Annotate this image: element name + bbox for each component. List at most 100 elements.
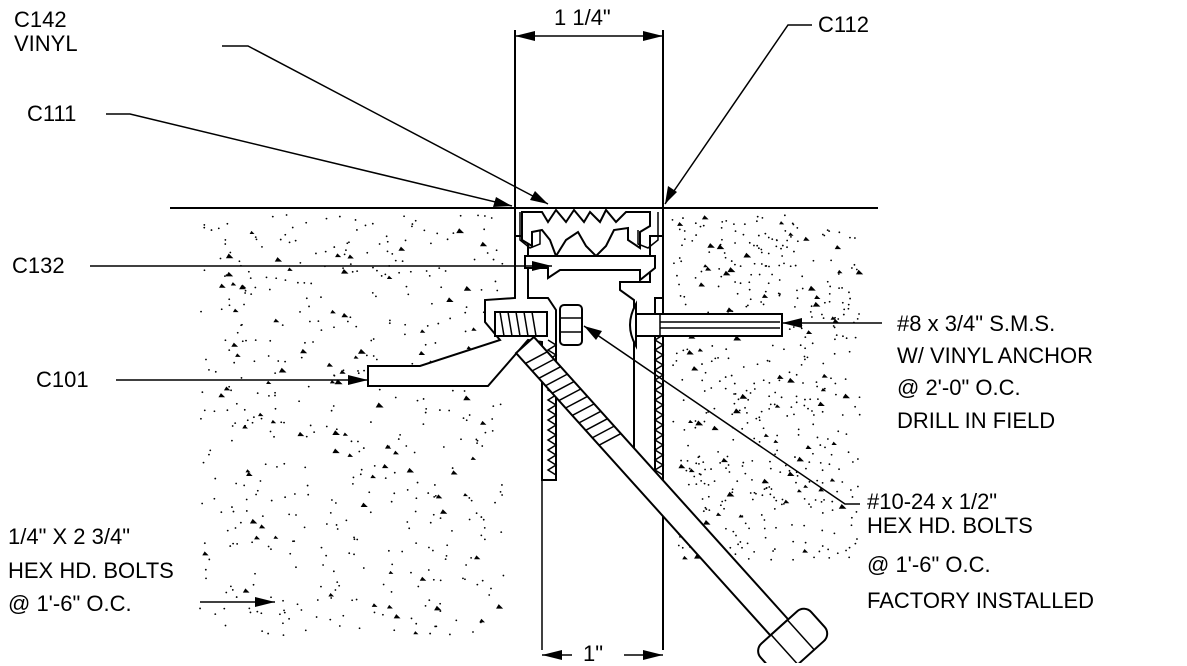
concrete-speck xyxy=(353,536,355,539)
concrete-speck xyxy=(768,408,771,410)
concrete-speck xyxy=(208,558,211,561)
concrete-speck xyxy=(799,344,802,347)
concrete-speck xyxy=(704,506,707,509)
concrete-speck xyxy=(796,297,799,300)
concrete-speck xyxy=(700,270,703,273)
concrete-speck xyxy=(851,461,854,463)
concrete-speck xyxy=(741,465,744,467)
concrete-speck xyxy=(725,527,727,530)
concrete-speck xyxy=(408,527,411,530)
concrete-speck xyxy=(675,352,678,355)
concrete-speck xyxy=(704,371,707,374)
concrete-speck xyxy=(811,410,813,412)
concrete-speck xyxy=(243,408,246,411)
concrete-speck xyxy=(271,215,274,218)
concrete-speck xyxy=(793,413,795,416)
concrete-speck xyxy=(803,524,806,527)
concrete-speck xyxy=(214,370,217,373)
concrete-speck xyxy=(334,589,337,591)
concrete-speck xyxy=(838,287,840,290)
concrete-speck xyxy=(254,236,257,239)
concrete-speck xyxy=(291,226,294,229)
concrete-speck xyxy=(282,599,284,602)
concrete-speck xyxy=(261,515,264,518)
concrete-speck xyxy=(814,499,817,501)
concrete-speck xyxy=(717,285,720,288)
concrete-speck xyxy=(348,552,351,555)
concrete-speck xyxy=(848,546,851,549)
concrete-speck xyxy=(464,311,467,314)
concrete-speck xyxy=(731,488,734,491)
concrete-speck xyxy=(433,484,436,486)
concrete-speck xyxy=(241,340,244,343)
hex-bolt-small xyxy=(494,304,583,346)
leader-hexbolt-large xyxy=(200,597,275,607)
concrete-speck xyxy=(420,329,426,333)
concrete-speck xyxy=(380,275,383,277)
concrete-speck xyxy=(787,471,795,477)
concrete-speck xyxy=(806,330,813,335)
concrete-speck xyxy=(250,293,253,296)
concrete-speck xyxy=(476,583,479,586)
concrete-speck xyxy=(201,391,204,394)
concrete-speck xyxy=(732,530,735,533)
concrete-speck xyxy=(463,286,472,291)
concrete-speck xyxy=(831,509,834,511)
concrete-speck xyxy=(813,556,815,559)
concrete-speck xyxy=(490,217,493,219)
concrete-speck xyxy=(444,558,447,560)
concrete-speck xyxy=(235,596,238,598)
concrete-speck xyxy=(224,624,227,627)
concrete-speck xyxy=(678,228,681,231)
concrete-speck xyxy=(683,230,686,232)
concrete-speck xyxy=(248,607,251,610)
concrete-speck xyxy=(838,503,847,509)
concrete-speck xyxy=(234,527,237,529)
concrete-speck xyxy=(431,302,433,305)
concrete-speck xyxy=(330,409,333,412)
concrete-speck xyxy=(480,289,483,291)
concrete-speck xyxy=(847,307,850,310)
concrete-speck xyxy=(683,428,686,431)
concrete-speck xyxy=(730,260,733,262)
concrete-speck xyxy=(775,526,777,529)
concrete-speck xyxy=(710,468,712,470)
concrete-speck xyxy=(370,474,377,479)
concrete-speck xyxy=(796,456,804,462)
concrete-speck xyxy=(325,425,328,428)
concrete-speck xyxy=(305,221,308,224)
concrete-speck xyxy=(808,461,811,464)
concrete-speck xyxy=(738,409,741,412)
concrete-speck xyxy=(230,389,232,392)
concrete-speck xyxy=(429,521,432,524)
concrete-speck xyxy=(201,502,204,505)
concrete-speck xyxy=(760,251,763,254)
concrete-speck xyxy=(445,554,448,557)
concrete-speck xyxy=(267,632,270,635)
concrete-speck xyxy=(287,267,293,271)
label-hexbolt-small-line-2: HEX HD. BOLTS xyxy=(867,513,1033,538)
concrete-speck xyxy=(452,232,455,235)
concrete-speck xyxy=(449,633,451,636)
concrete-speck xyxy=(836,490,839,493)
concrete-speck xyxy=(324,250,327,253)
concrete-speck xyxy=(470,499,473,502)
concrete-speck xyxy=(468,497,471,499)
concrete-speck xyxy=(681,244,683,247)
concrete-speck xyxy=(223,386,231,391)
concrete-speck xyxy=(226,222,229,225)
concrete-speck xyxy=(794,305,796,308)
concrete-speck xyxy=(279,613,281,616)
concrete-speck xyxy=(419,576,427,581)
concrete-speck xyxy=(731,413,734,416)
concrete-speck xyxy=(791,524,793,526)
concrete-speck xyxy=(320,329,323,332)
concrete-speck xyxy=(312,341,314,343)
concrete-speck xyxy=(463,390,466,392)
concrete-speck xyxy=(228,385,231,388)
concrete-speck xyxy=(763,527,766,530)
concrete-speck xyxy=(338,584,341,587)
concrete-speck xyxy=(826,280,829,283)
concrete-speck xyxy=(858,396,861,399)
concrete-speck xyxy=(339,369,346,374)
